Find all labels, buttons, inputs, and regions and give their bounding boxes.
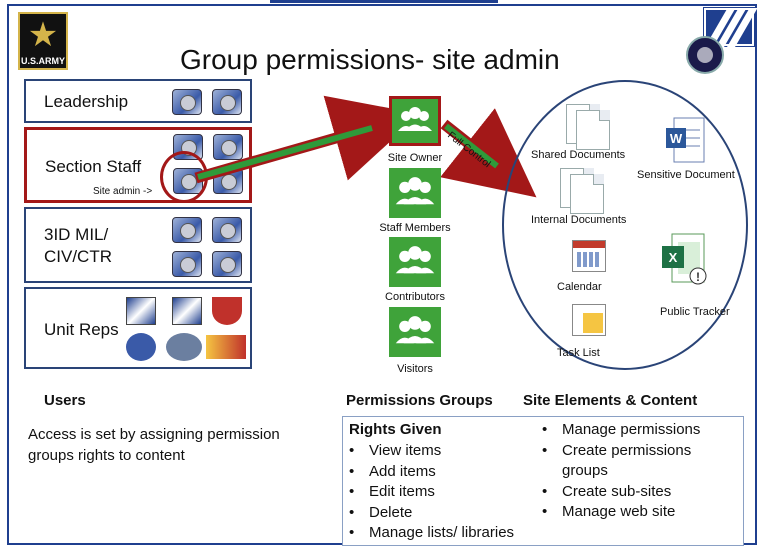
list-item: Add items xyxy=(345,462,535,483)
division-seal-icon xyxy=(686,36,724,74)
users-box-leadership: Leadership xyxy=(24,79,252,123)
users-box-label: 3ID MIL/ CIV/CTR xyxy=(44,224,154,268)
group-label-site-owner: Site Owner xyxy=(387,152,443,164)
insignia-icon xyxy=(172,251,202,277)
svg-text:!: ! xyxy=(696,270,700,284)
insignia-icon xyxy=(166,333,202,361)
header-permissions-groups: Permissions Groups xyxy=(346,392,493,409)
list-item: Manage lists/ libraries xyxy=(345,523,535,544)
group-glyph xyxy=(398,107,432,131)
group-glyph xyxy=(395,177,435,205)
group-icon xyxy=(389,96,441,146)
group-icon xyxy=(389,168,441,218)
insignia-icon xyxy=(212,297,242,325)
element-label-public-tracker: Public Tracker xyxy=(660,306,730,318)
group-label-staff-members: Staff Members xyxy=(379,222,451,234)
top-accent-line xyxy=(270,0,498,3)
site-elements-ellipse xyxy=(502,80,748,370)
insignia-icon xyxy=(126,333,156,361)
element-label-shared-documents: Shared Documents xyxy=(531,149,626,161)
rights-title: Rights Given xyxy=(349,421,442,438)
svg-text:X: X xyxy=(669,250,678,265)
site-admin-label: Site admin -> xyxy=(93,186,153,197)
arrow-admin-to-owner-fill xyxy=(197,125,373,180)
group-glyph xyxy=(395,246,435,274)
insignia-icon xyxy=(212,217,242,243)
group-icon xyxy=(389,237,441,287)
element-label-internal-documents: Internal Documents xyxy=(531,214,627,226)
page-title: Group permissions- site admin xyxy=(180,44,560,75)
army-logo-icon: ★ U.S.ARMY xyxy=(18,12,68,70)
users-box-3id: 3ID MIL/ CIV/CTR xyxy=(24,207,252,283)
task-list-icon xyxy=(572,304,606,336)
word-document-icon: W xyxy=(666,117,705,163)
users-box-label: Unit Reps xyxy=(44,320,119,339)
list-item: Create permissions groups xyxy=(538,441,738,482)
users-box-unit-reps: Unit Reps xyxy=(24,287,252,369)
list-item: Edit items xyxy=(345,482,535,503)
group-label-contributors: Contributors xyxy=(385,291,445,303)
insignia-icon xyxy=(172,89,202,115)
insignia-icon xyxy=(212,89,242,115)
division-patch-icon xyxy=(704,8,758,48)
users-box-label: Leadership xyxy=(44,92,129,111)
list-item: Manage permissions xyxy=(538,420,738,441)
svg-text:W: W xyxy=(670,131,683,146)
list-item: Delete xyxy=(345,503,535,524)
element-label-calendar: Calendar xyxy=(557,281,602,293)
insignia-icon xyxy=(172,297,202,325)
users-box-label: Section Staff xyxy=(45,157,142,176)
calendar-icon xyxy=(572,240,606,272)
arrow-owner-to-content-fill xyxy=(444,123,499,169)
document-icon xyxy=(570,174,604,214)
users-box-section-staff: Section Staff Site admin -> xyxy=(24,127,252,203)
insignia-icon xyxy=(212,251,242,277)
insignia-icon xyxy=(126,297,156,325)
header-site-elements: Site Elements & Content xyxy=(523,392,698,409)
users-box-label-text: 3ID MIL/ CIV/CTR xyxy=(44,225,112,266)
insignia-icon xyxy=(172,217,202,243)
group-icon xyxy=(389,307,441,357)
insignia-icon xyxy=(206,335,246,359)
header-users: Users xyxy=(44,392,86,409)
element-label-task-list: Task List xyxy=(557,347,600,359)
rights-list-right: Manage permissions Create permissions gr… xyxy=(538,420,738,523)
list-item: Manage web site xyxy=(538,502,738,523)
document-icon xyxy=(576,110,610,150)
group-label-visitors: Visitors xyxy=(397,363,433,375)
list-item: View items xyxy=(345,441,535,462)
list-item: Create sub-sites xyxy=(538,482,738,503)
excel-document-icon: X ! xyxy=(662,233,707,285)
insignia-icon xyxy=(213,134,243,160)
group-glyph xyxy=(395,316,435,344)
access-description: Access is set by assigning permission gr… xyxy=(28,426,280,464)
rights-list-left: View items Add items Edit items Delete M… xyxy=(345,441,535,544)
army-logo-text: U.S.ARMY xyxy=(20,56,66,66)
element-label-sensitive-document: Sensitive Document xyxy=(637,169,735,181)
